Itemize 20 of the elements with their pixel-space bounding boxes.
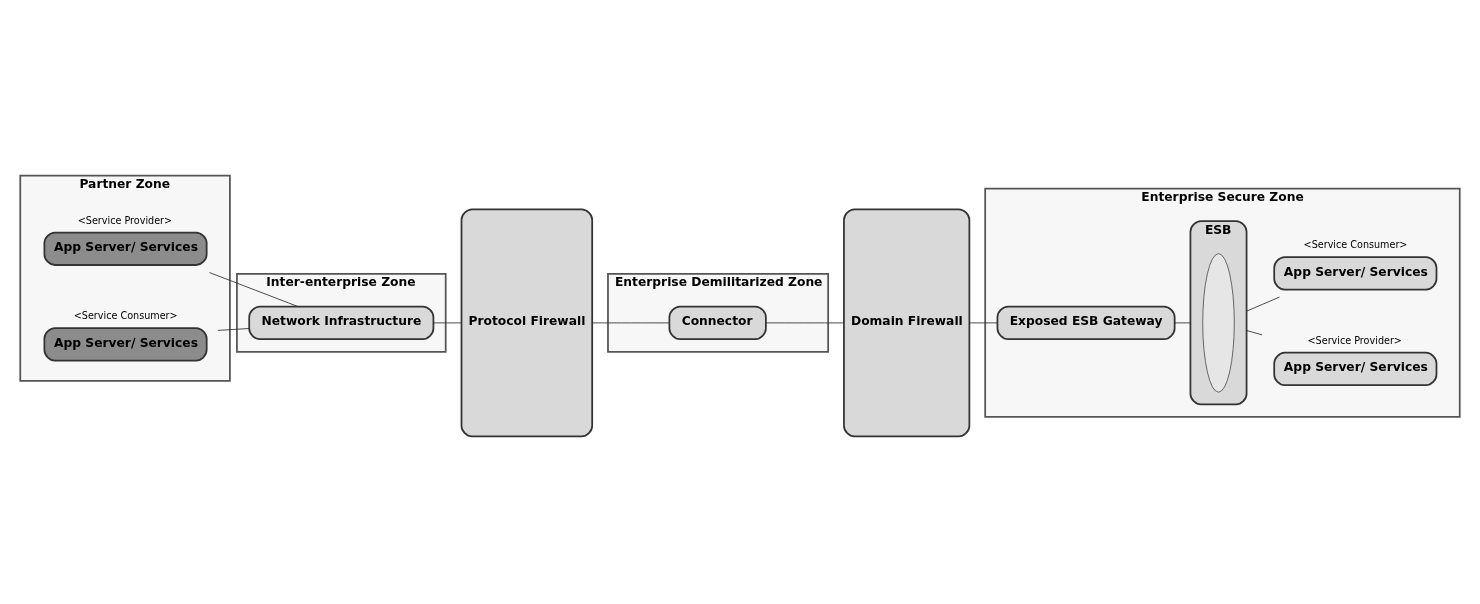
- node-box: Network Infrastructure: [248, 305, 435, 340]
- connector: [765, 321, 845, 323]
- connector: [968, 321, 998, 323]
- connector: [591, 321, 670, 323]
- connector: [1246, 296, 1280, 312]
- node-label: <Service Provider>: [77, 214, 173, 226]
- node-label: <Service Consumer>: [73, 309, 178, 321]
- node-ellipse: [1202, 252, 1235, 393]
- node-label: <Service Consumer>: [1303, 238, 1408, 250]
- node-box: Domain Firewall: [843, 207, 971, 437]
- connector: [217, 327, 250, 331]
- connector: [1174, 321, 1191, 323]
- cluster: ESB: [1189, 219, 1248, 405]
- connector: [209, 271, 299, 307]
- node-box: Connector: [668, 305, 767, 340]
- connector: [1246, 329, 1263, 335]
- connector: [433, 321, 462, 323]
- node-box: Exposed ESB Gateway: [996, 305, 1176, 340]
- node-box: Protocol Firewall: [460, 207, 594, 437]
- node-label: <Service Provider>: [1307, 334, 1402, 346]
